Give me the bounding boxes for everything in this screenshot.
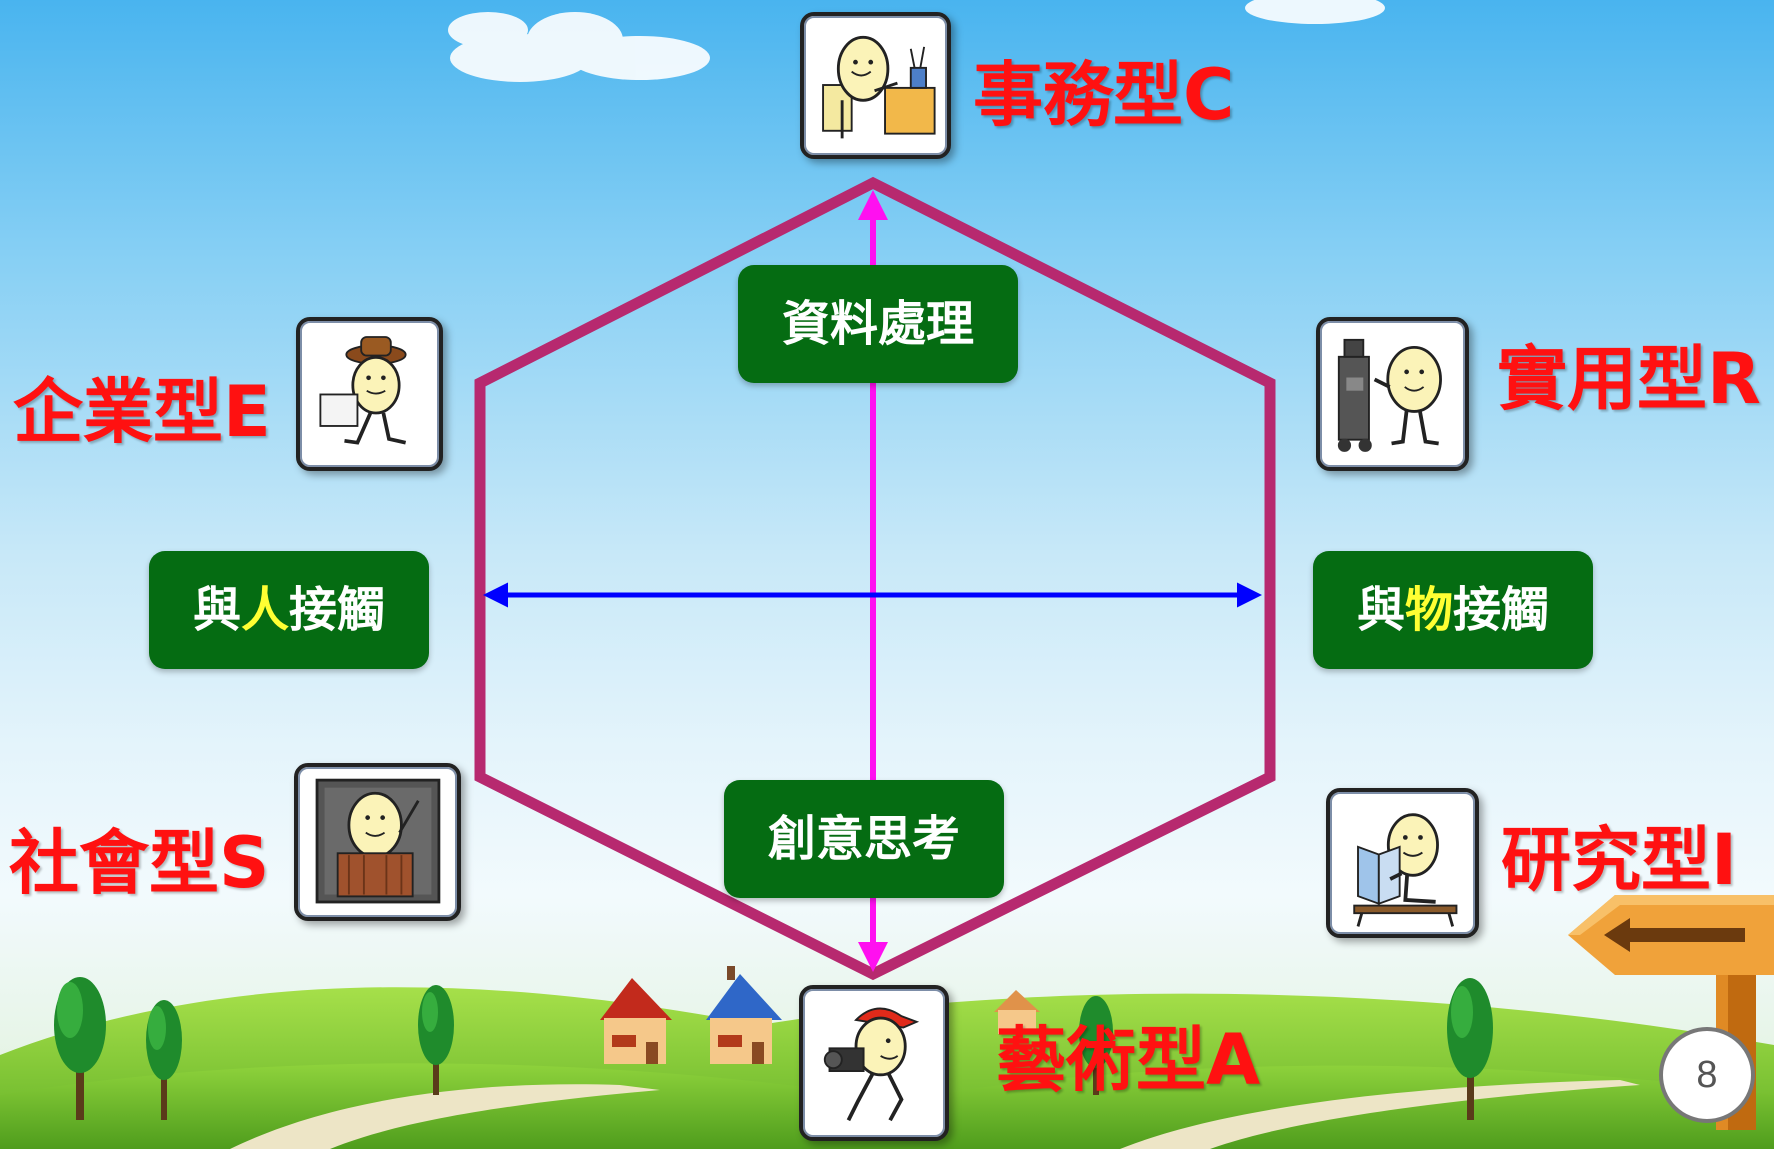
axis-label-people-highlight: 人 [240, 582, 289, 638]
egg-with-camera-icon [799, 985, 949, 1141]
type-label-social: 社會型S [9, 822, 270, 904]
axis-label-things-highlight: 物 [1404, 582, 1453, 638]
egg-at-desk-icon [800, 12, 951, 159]
type-label-investigative: 研究型I [1501, 819, 1738, 901]
page-number-badge: 8 [1659, 1027, 1755, 1123]
type-label-realistic: 實用型R [1497, 338, 1761, 420]
egg-reading-book-icon [1326, 788, 1479, 938]
axis-label-contact-with-things: 與物接觸 [1313, 551, 1593, 669]
type-label-conventional: 事務型C [973, 54, 1235, 136]
type-label-artistic: 藝術型A [996, 1019, 1261, 1101]
axis-label-data-processing: 資料處理 [738, 265, 1018, 383]
axis-label-things-prefix: 與 [1356, 582, 1405, 638]
egg-with-hat-briefcase-icon [296, 317, 443, 471]
egg-with-machine-icon [1316, 317, 1469, 471]
axis-label-people-prefix: 與 [192, 582, 241, 638]
axis-label-contact-with-people: 與人接觸 [149, 551, 429, 669]
axis-label-creative-thinking: 創意思考 [724, 780, 1004, 898]
egg-teacher-at-podium-icon [294, 763, 461, 921]
type-label-enterprising: 企業型E [13, 371, 271, 453]
axis-label-people-suffix: 接觸 [289, 582, 386, 638]
axis-label-things-suffix: 接觸 [1453, 582, 1550, 638]
axis-label-data-processing-text: 資料處理 [781, 296, 974, 352]
axis-label-creative-thinking-text: 創意思考 [767, 811, 960, 867]
page-number-text: 8 [1696, 1053, 1718, 1096]
tree-icon [54, 977, 1493, 1120]
